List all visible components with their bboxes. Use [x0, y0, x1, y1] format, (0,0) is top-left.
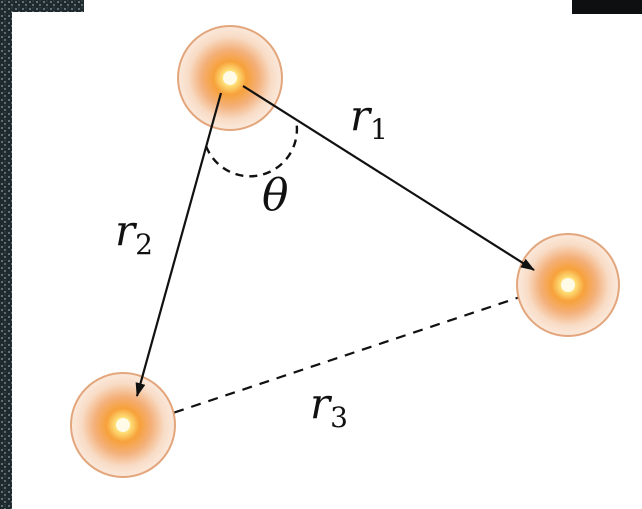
r1-label: r1 — [350, 91, 388, 146]
r2-label: r2 — [115, 206, 153, 261]
particle-right — [516, 233, 620, 337]
angle-arc — [204, 119, 299, 178]
particle-core — [116, 418, 130, 432]
particle-bottom-left — [70, 372, 176, 478]
theta-label: θ — [262, 170, 289, 221]
top-right-dark-block — [572, 0, 642, 14]
r3-dashed-line — [139, 285, 551, 426]
particle-core — [223, 71, 237, 85]
r2-arrow — [135, 92, 223, 397]
r1-arrow — [242, 85, 535, 271]
particle-top — [177, 25, 283, 131]
r3-label: r3 — [310, 379, 348, 434]
particle-core — [561, 278, 575, 292]
top-left-border-texture — [0, 0, 84, 12]
left-border-texture — [0, 0, 12, 509]
